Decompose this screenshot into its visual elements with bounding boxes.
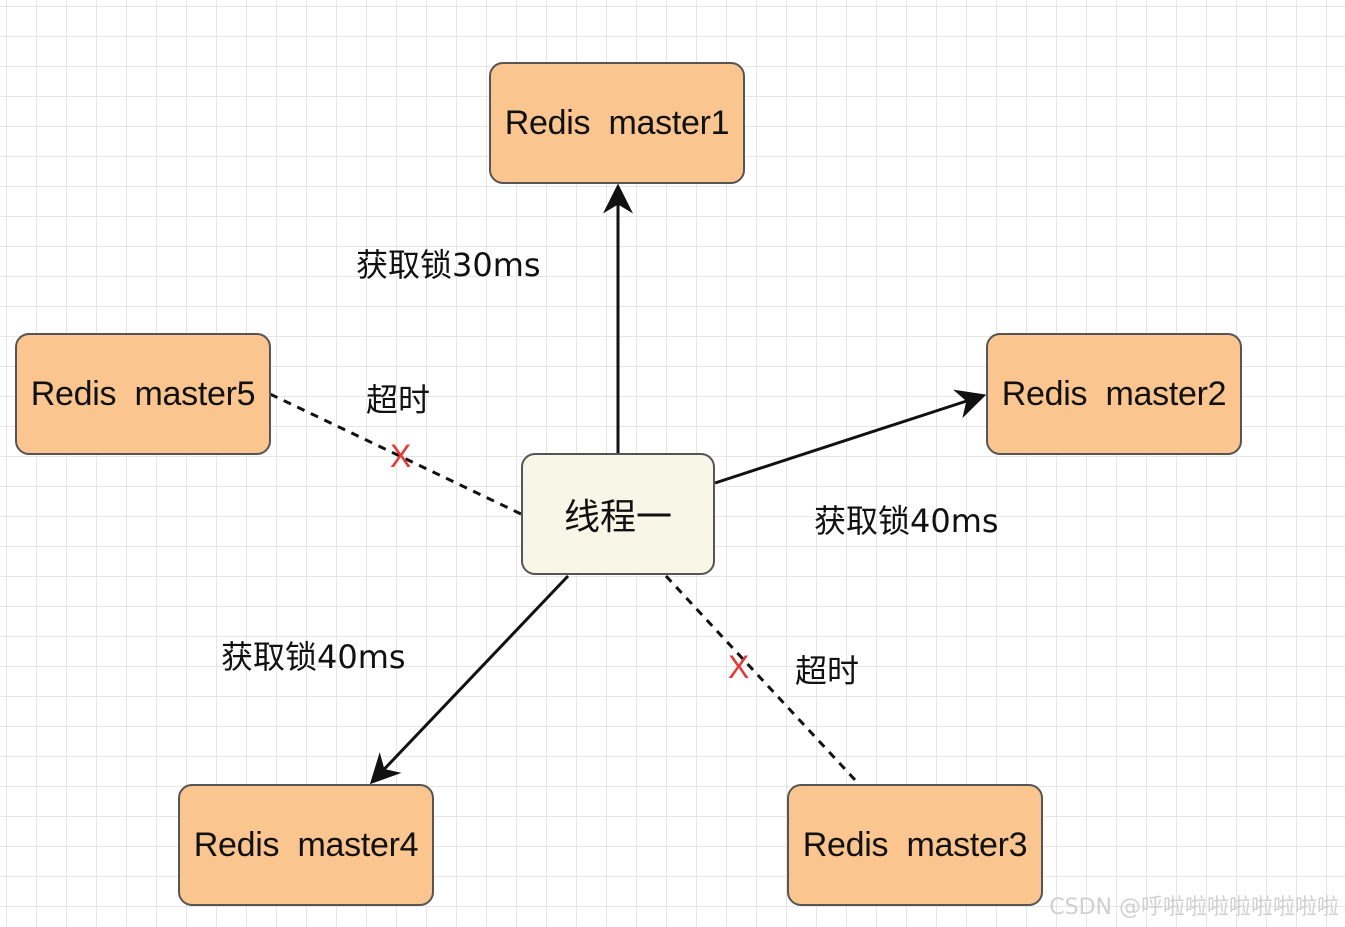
edge-to-master3-timeout: [664, 574, 858, 783]
redis-master3-node: Redis master3: [787, 784, 1043, 906]
redis-master1-node: Redis master1: [489, 62, 745, 184]
redis-master2-node: Redis master2: [986, 333, 1242, 455]
edge-to-master4: [369, 574, 570, 785]
edge-to-master2: [714, 389, 987, 485]
redis-master5-node: Redis master5: [15, 333, 271, 455]
thread-one-node: 线程一: [521, 453, 715, 575]
edge-label-master2: 获取锁40ms: [814, 502, 999, 540]
edge-label-master3-timeout: 超时: [795, 652, 860, 690]
csdn-watermark: CSDN @呼啦啦啦啦啦啦啦啦: [1049, 895, 1339, 920]
edge-label-master4: 获取锁40ms: [221, 638, 406, 676]
fail-mark-master5: X: [390, 438, 412, 474]
edge-to-master5-timeout: [269, 392, 522, 516]
edge-label-master5-timeout: 超时: [366, 381, 431, 419]
redis-master4-node: Redis master4: [178, 784, 434, 906]
fail-mark-master3: X: [728, 649, 750, 685]
edge-label-master1: 获取锁30ms: [356, 246, 541, 284]
